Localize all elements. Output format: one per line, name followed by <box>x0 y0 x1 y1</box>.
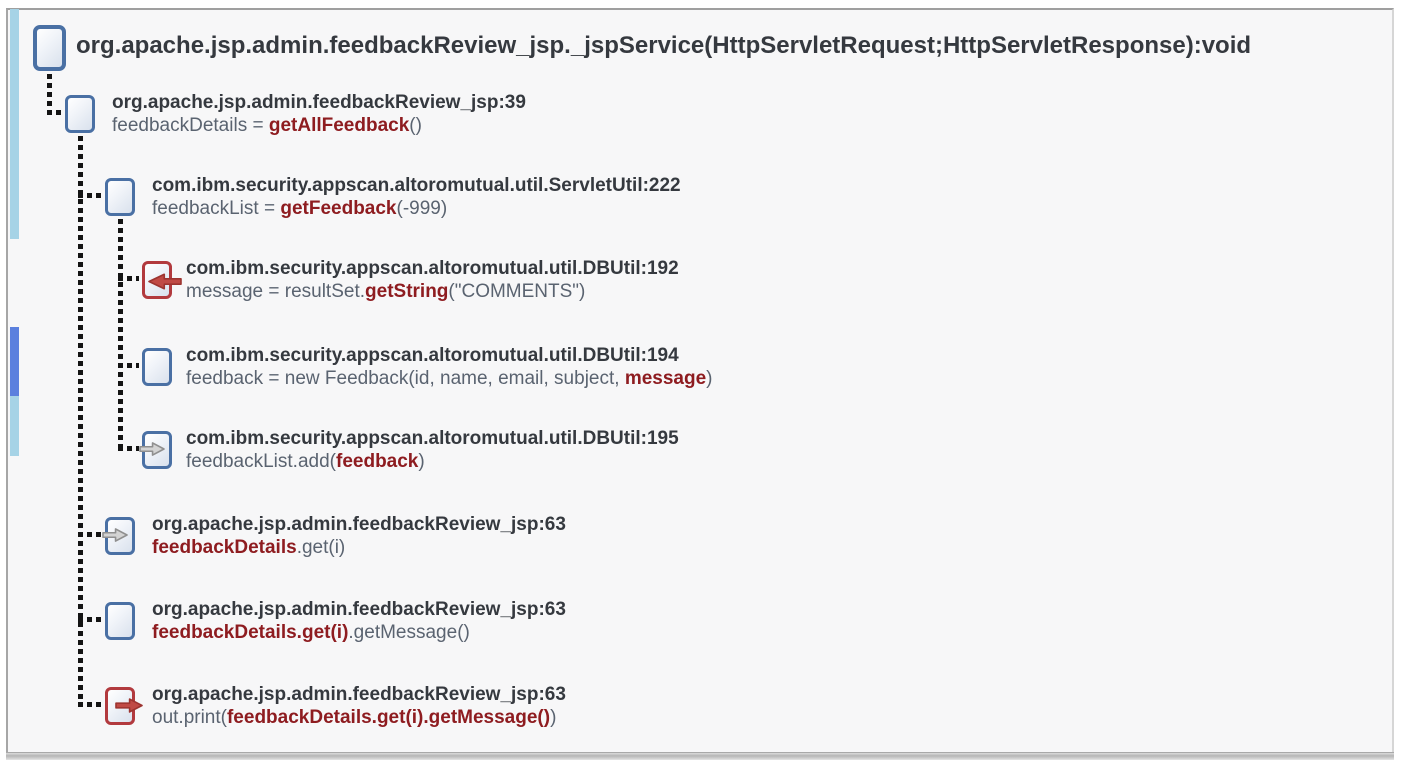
trace-overview-marker-selected-range <box>10 327 19 396</box>
node-location-text: org.apache.jsp.admin.feedbackReview_jsp:… <box>152 599 566 620</box>
trace-overview-marker-trace-range-top <box>10 9 19 239</box>
code-segment: ("COMMENTS") <box>448 281 586 302</box>
code-segment: out.print( <box>152 707 227 728</box>
code-segment: feedbackDetails = <box>112 115 269 136</box>
node-code-text: feedbackList = getFeedback(-999) <box>152 197 447 221</box>
tree-connector-vertical <box>78 136 83 707</box>
tree-connector-branch <box>118 446 139 451</box>
code-segment: feedbackList.add( <box>186 451 336 472</box>
code-segment: .get(i) <box>296 537 346 558</box>
tree-connector-branch <box>47 110 62 115</box>
code-segment: feedbackList = <box>152 198 281 219</box>
code-segment: (-999) <box>396 198 448 219</box>
tree-connector-branch <box>78 702 102 707</box>
arrow-in-icon <box>147 272 183 291</box>
code-segment: .getMessage() <box>348 622 470 643</box>
method-call-node-icon[interactable] <box>105 178 135 216</box>
tree-connector-branch <box>118 276 139 281</box>
method-call-node-icon[interactable] <box>105 602 135 640</box>
node-location-text: org.apache.jsp.admin.feedbackReview_jsp:… <box>112 92 526 113</box>
tainted-code-segment: getAllFeedback <box>268 115 410 136</box>
method-call-node-icon[interactable] <box>65 95 95 133</box>
tainted-code-segment: feedbackDetails.get(i).getMessage() <box>226 707 551 728</box>
tree-connector-branch <box>78 532 102 537</box>
node-location-text: org.apache.jsp.admin.feedbackReview_jsp.… <box>76 32 1252 59</box>
method-call-node-icon[interactable] <box>142 348 172 386</box>
node-location-text: com.ibm.security.appscan.altoromutual.ut… <box>186 258 679 279</box>
tainted-code-segment: feedbackDetails.get(i) <box>152 622 349 643</box>
tree-connector-branch <box>78 193 102 198</box>
arrow-step-icon <box>138 441 166 457</box>
tainted-code-segment: feedbackDetails <box>152 537 297 558</box>
node-location-text: org.apache.jsp.admin.feedbackReview_jsp:… <box>152 684 566 705</box>
code-segment: ) <box>706 368 713 389</box>
code-segment: message = resultSet. <box>186 281 366 302</box>
tree-connector-branch <box>78 617 102 622</box>
code-segment: ) <box>550 707 557 728</box>
tree-connector-branch <box>118 363 139 368</box>
node-location-text: com.ibm.security.appscan.altoromutual.ut… <box>152 175 681 196</box>
code-segment: ) <box>418 451 425 472</box>
node-location-text: com.ibm.security.appscan.altoromutual.ut… <box>186 345 679 366</box>
node-code-text: feedbackList.add(feedback) <box>186 450 425 474</box>
tainted-code-segment: message <box>624 368 707 389</box>
node-code-text: feedbackDetails.get(i).getMessage() <box>152 621 470 645</box>
node-code-text: feedback = new Feedback(id, name, email,… <box>186 367 713 391</box>
security-trace-panel <box>6 8 1394 752</box>
node-code-text: out.print(feedbackDetails.get(i).getMess… <box>152 706 556 730</box>
trace-overview-marker-trace-range-bottom <box>10 396 19 456</box>
tainted-code-segment: feedback <box>336 451 419 472</box>
tainted-code-segment: getFeedback <box>280 198 397 219</box>
node-code-text: message = resultSet.getString("COMMENTS"… <box>186 280 585 304</box>
tainted-code-segment: getString <box>365 281 449 302</box>
node-location-text: com.ibm.security.appscan.altoromutual.ut… <box>186 428 679 449</box>
arrow-out-icon <box>114 697 144 714</box>
panel-bottom-border <box>6 752 1394 760</box>
arrow-step-icon <box>101 527 129 543</box>
tree-connector-vertical <box>118 219 123 451</box>
node-code-text: feedbackDetails.get(i) <box>152 536 345 560</box>
node-location-text: org.apache.jsp.admin.feedbackReview_jsp:… <box>152 514 566 535</box>
node-code-text: feedbackDetails = getAllFeedback() <box>112 114 422 138</box>
method-call-node-icon[interactable] <box>33 25 66 71</box>
code-segment: feedback = new Feedback(id, name, email,… <box>186 368 625 389</box>
code-segment: () <box>409 115 422 136</box>
tree-connector-vertical <box>47 74 52 115</box>
